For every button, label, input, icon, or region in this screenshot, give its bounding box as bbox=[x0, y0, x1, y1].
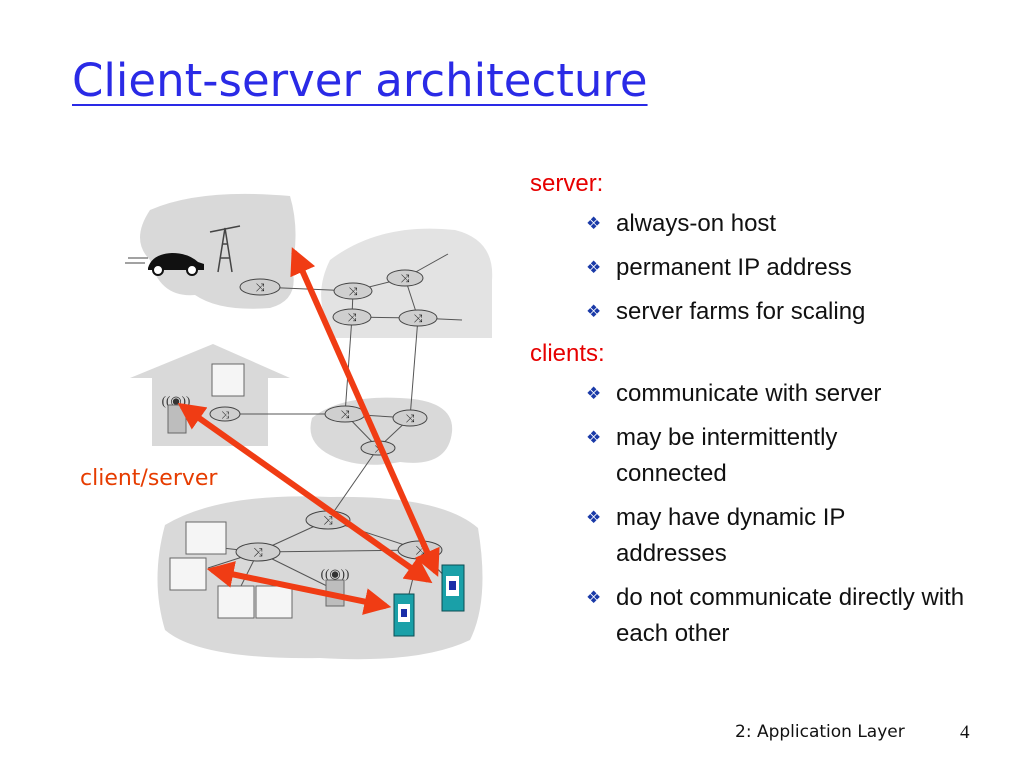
svg-text:⤨: ⤨ bbox=[256, 282, 265, 294]
router-icon: ⤨ bbox=[239, 278, 281, 296]
server-item: ❖server farms for scaling bbox=[530, 294, 990, 330]
svg-text:⤨: ⤨ bbox=[414, 313, 423, 325]
svg-text:⤨: ⤨ bbox=[348, 312, 357, 324]
bullet-icon: ❖ bbox=[586, 508, 602, 527]
client-item: ❖do not communicate directly with each o… bbox=[530, 580, 1016, 652]
svg-text:⤨: ⤨ bbox=[341, 409, 350, 421]
svg-text:⤨: ⤨ bbox=[401, 273, 410, 285]
server-item: ❖permanent IP address bbox=[530, 250, 990, 286]
page-number: 4 bbox=[960, 722, 970, 743]
bullet-icon: ❖ bbox=[586, 258, 602, 277]
svg-text:((◉)): ((◉)) bbox=[321, 566, 350, 581]
server-icon bbox=[441, 564, 465, 612]
bullet-list: server: ❖always-on host ❖permanent IP ad… bbox=[530, 168, 990, 660]
server-heading: server: bbox=[530, 170, 604, 197]
bullet-icon: ❖ bbox=[586, 588, 602, 607]
desktop-host-icon bbox=[217, 585, 255, 619]
svg-text:⤨: ⤨ bbox=[221, 410, 229, 421]
desktop-host-icon bbox=[169, 557, 207, 591]
cell-tower-icon bbox=[209, 225, 241, 273]
home-pc-icon bbox=[211, 363, 245, 397]
arrow-host-to-server bbox=[206, 561, 392, 615]
router-icon: ⤨ bbox=[333, 282, 373, 300]
router-icon: ⤨ bbox=[392, 409, 428, 427]
router-icon: ⤨ bbox=[324, 405, 366, 423]
server-item: ❖always-on host bbox=[530, 206, 990, 242]
router-icon: ⤨ bbox=[332, 308, 372, 326]
slide-title: Client-server architecture bbox=[72, 54, 648, 107]
router-icon: ⤨ bbox=[235, 542, 281, 562]
clients-heading: clients: bbox=[530, 340, 605, 367]
desktop-host-icon bbox=[255, 585, 293, 619]
svg-text:⤨: ⤨ bbox=[349, 286, 358, 298]
home-network bbox=[130, 344, 290, 446]
client-server-label: client/server bbox=[80, 466, 218, 491]
router-icon: ⤨ bbox=[209, 406, 241, 422]
svg-text:⤨: ⤨ bbox=[253, 545, 263, 559]
network-diagram: ⤨ ⤨ ⤨ ⤨ ⤨ ⤨ ⤨ ⤨ ⤨ ⤨ ⤨ ⤨ ((◉)) ((◉)) bbox=[125, 193, 493, 660]
router-icon: ⤨ bbox=[386, 269, 424, 287]
svg-text:⤨: ⤨ bbox=[406, 413, 415, 425]
client-item: ❖may be intermittently connected bbox=[530, 420, 916, 492]
client-item: ❖may have dynamic IP addresses bbox=[530, 500, 936, 572]
desktop-host-icon bbox=[185, 521, 227, 555]
router-icon: ⤨ bbox=[398, 309, 438, 327]
client-item: ❖communicate with server bbox=[530, 376, 990, 412]
router-icon: ⤨ bbox=[397, 540, 443, 560]
bullet-icon: ❖ bbox=[586, 302, 602, 321]
bullet-icon: ❖ bbox=[586, 428, 602, 447]
bullet-icon: ❖ bbox=[586, 384, 602, 403]
server-icon bbox=[393, 593, 415, 637]
arrow-home-to-server bbox=[177, 402, 433, 584]
footer-text: 2: Application Layer bbox=[735, 722, 905, 742]
bullet-icon: ❖ bbox=[586, 214, 602, 233]
car-icon bbox=[125, 253, 204, 276]
